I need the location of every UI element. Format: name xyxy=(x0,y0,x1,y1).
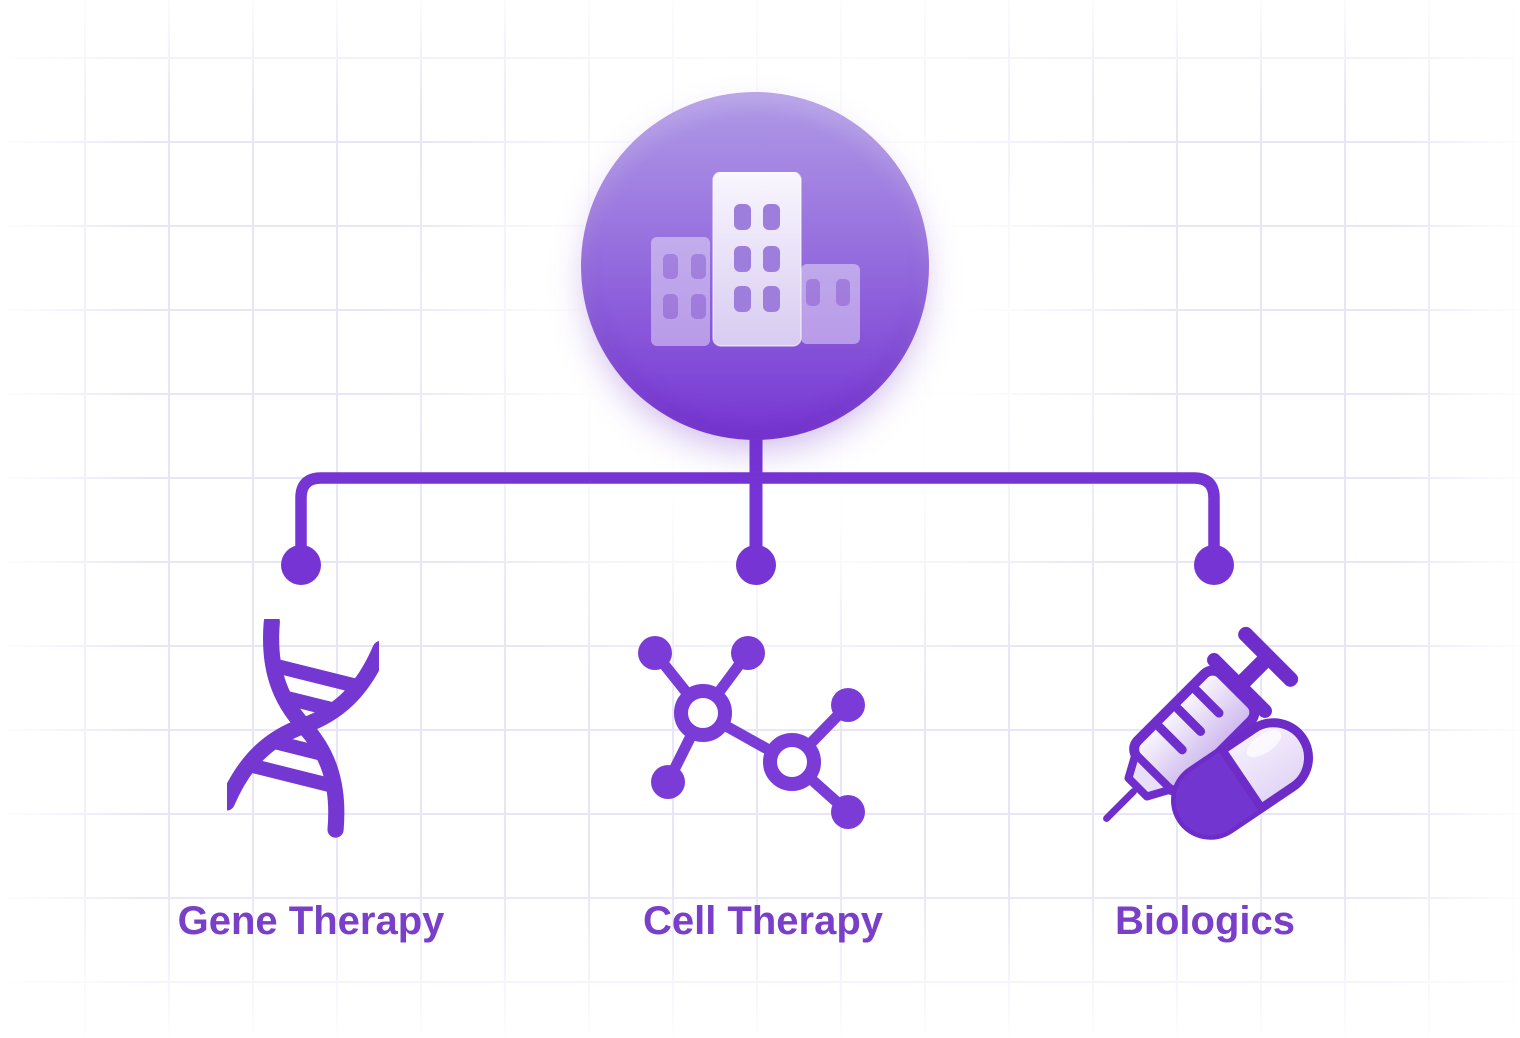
branch-dot-left xyxy=(281,545,321,585)
node-label-cell-therapy: Cell Therapy xyxy=(642,899,884,943)
company-root-node xyxy=(581,92,929,440)
syringe-icon xyxy=(1103,626,1299,822)
pill-icon xyxy=(1170,718,1314,840)
node-label-gene-therapy: Gene Therapy xyxy=(177,899,445,943)
branch-dot-center xyxy=(736,545,776,585)
syringe-pill-icon xyxy=(1103,626,1314,840)
molecule-icon xyxy=(638,636,865,829)
company-buildings-icon xyxy=(651,172,860,347)
branch-dot-right xyxy=(1194,545,1234,585)
node-label-biologics: Biologics xyxy=(1114,899,1296,943)
dna-icon xyxy=(227,619,379,838)
